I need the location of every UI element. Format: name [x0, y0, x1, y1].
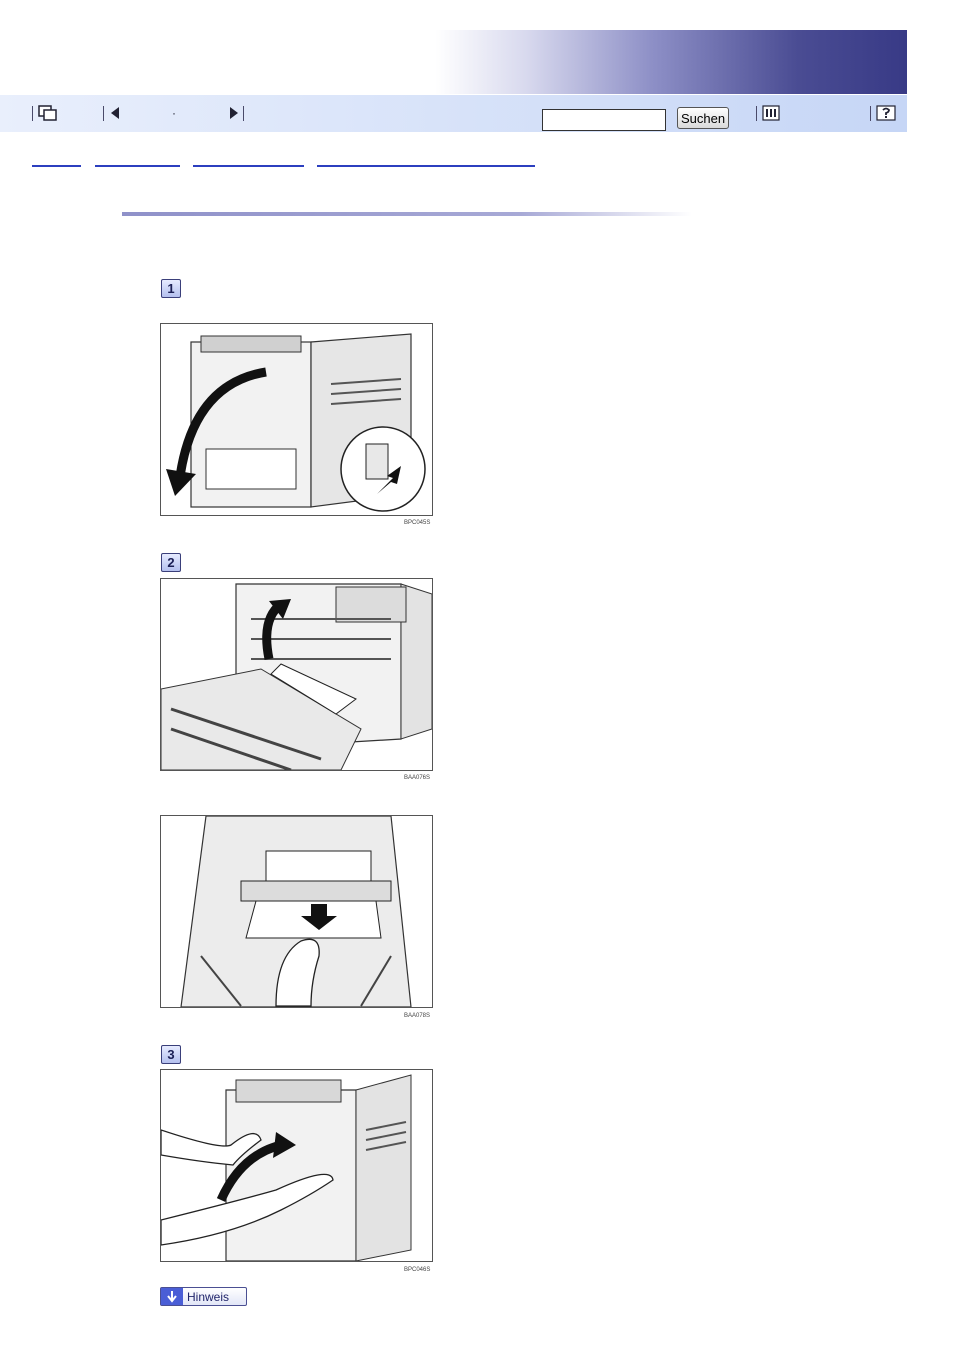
hinweis-link[interactable]: Hinweis: [160, 1287, 247, 1306]
index-icon: [762, 105, 780, 121]
page-dot-icon: ·: [172, 106, 176, 120]
toolbar: [0, 95, 907, 132]
step-badge-3: 3: [161, 1045, 181, 1064]
copy-window-icon: [38, 105, 57, 121]
search-button[interactable]: Suchen: [677, 107, 729, 129]
first-page-button[interactable]: [103, 104, 121, 122]
page-indicator: ·: [172, 104, 176, 122]
figure-code: BPC045S: [404, 520, 431, 526]
arrow-down-icon: [161, 1288, 183, 1305]
breadcrumb-link-1[interactable]: [32, 165, 81, 167]
last-page-button[interactable]: [228, 104, 249, 122]
illustration-pull-paper-out: [160, 815, 433, 1008]
header-banner: [0, 30, 907, 94]
step-badge-2: 2: [161, 553, 181, 572]
step-badge-1: 1: [161, 279, 181, 298]
search-input[interactable]: [542, 109, 666, 131]
illustration-close-front-cover: [160, 1069, 433, 1262]
figure-code: BPC046S: [404, 1267, 431, 1273]
copy-window-button[interactable]: [32, 104, 58, 122]
breadcrumb-link-2[interactable]: [95, 165, 180, 167]
figure-code: BAA076S: [404, 775, 431, 781]
help-icon: [876, 105, 896, 121]
title-rule: [122, 212, 692, 216]
figure-code: BAA078S: [404, 1013, 431, 1019]
illustration-open-front-cover: [160, 323, 433, 516]
hinweis-label: Hinweis: [187, 1289, 230, 1304]
help-button[interactable]: [870, 104, 896, 122]
first-page-icon: [111, 107, 119, 119]
last-page-icon: [230, 107, 238, 119]
breadcrumb-link-4[interactable]: [317, 165, 535, 167]
index-button[interactable]: [756, 104, 780, 122]
breadcrumb-link-3[interactable]: [193, 165, 304, 167]
illustration-remove-paper-fuser: [160, 578, 433, 771]
